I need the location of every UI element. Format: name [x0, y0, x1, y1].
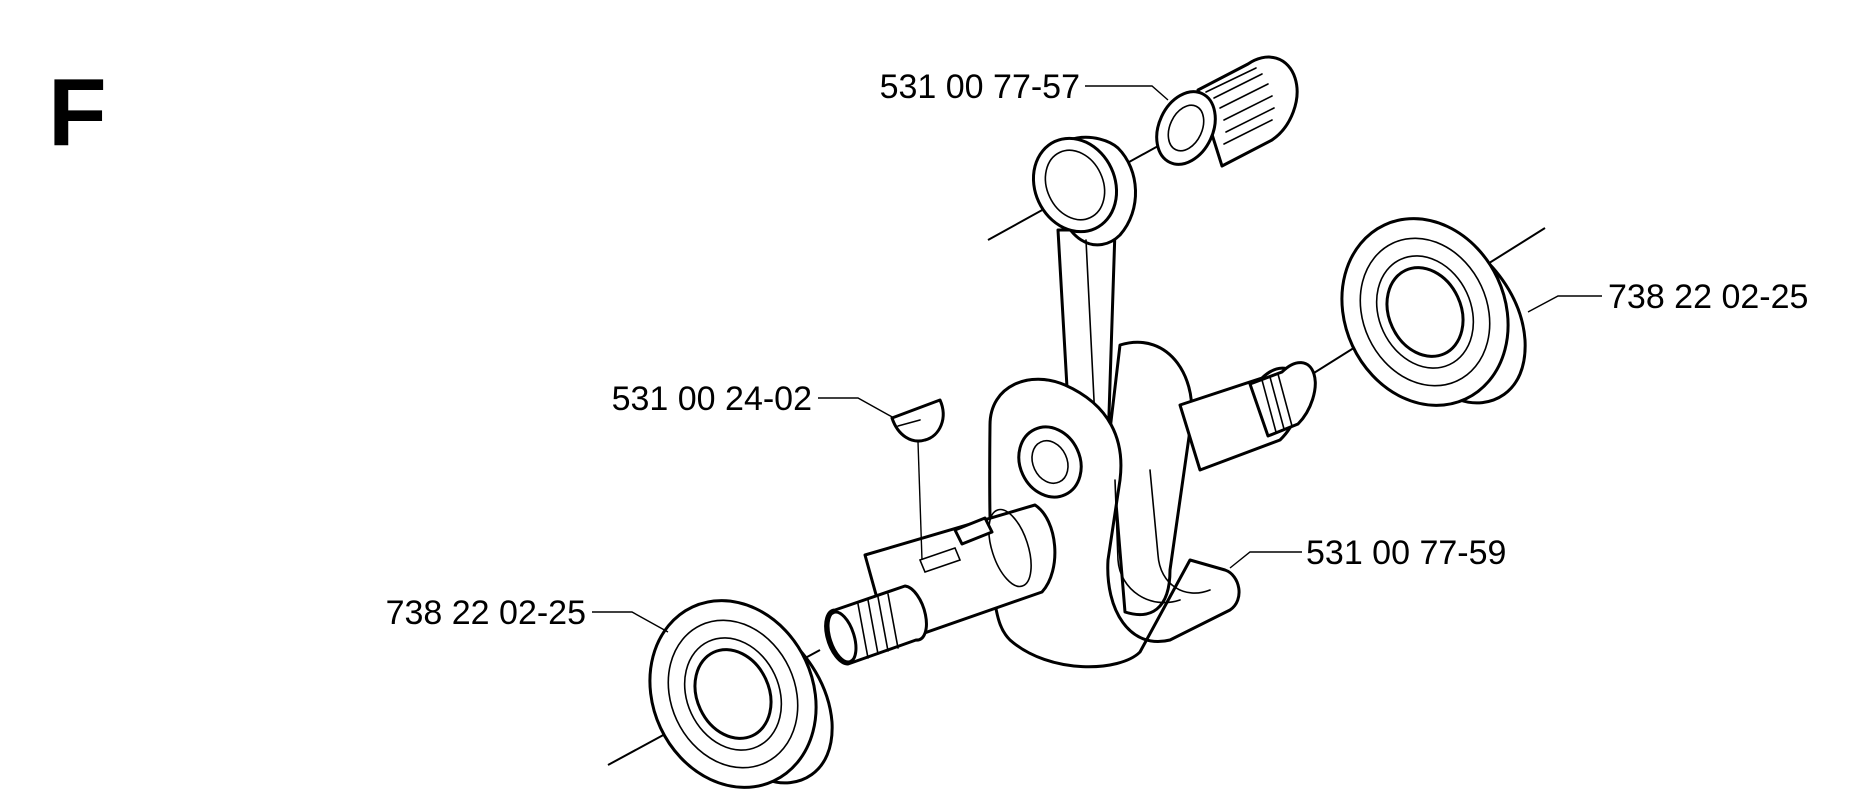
needle-bearing-part [1155, 55, 1299, 168]
part-number-main-bearing-left: 738 22 02-25 [386, 594, 586, 632]
woodruff-key-part [890, 398, 945, 561]
part-number-main-bearing-right: 738 22 02-25 [1608, 278, 1808, 316]
main-bearing-left-part [648, 599, 834, 789]
part-number-crankshaft: 531 00 77-59 [1306, 534, 1506, 572]
main-bearing-right-part [1340, 217, 1527, 407]
leader-main-bearing-left [592, 611, 669, 633]
section-letter: F [48, 59, 107, 166]
part-number-needle-bearing: 531 00 77-57 [880, 68, 1080, 106]
leader-main-bearing-right [1527, 295, 1602, 313]
leader-needle-bearing [1085, 85, 1169, 101]
part-number-woodruff-key: 531 00 24-02 [612, 380, 812, 418]
leader-woodruff-key [818, 397, 895, 419]
leader-crankshaft [1229, 551, 1302, 569]
crankshaft-part [824, 340, 1317, 669]
